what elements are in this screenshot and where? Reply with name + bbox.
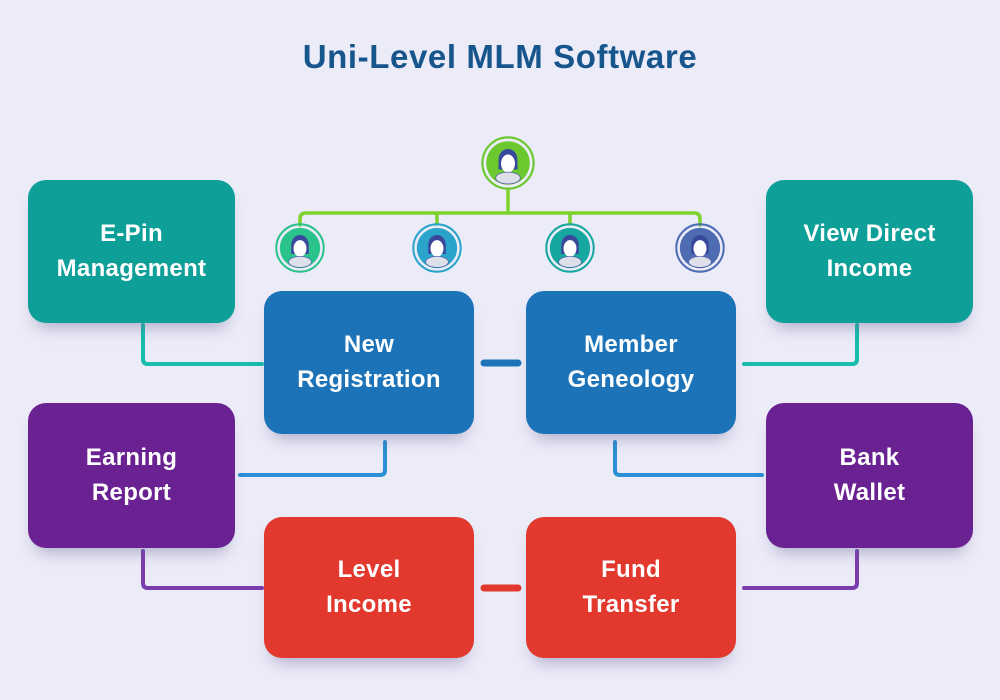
box-e-pin-management: E-Pin Management	[28, 180, 235, 323]
box-label-line: Wallet	[833, 478, 906, 506]
box-label-line: Bank	[839, 444, 900, 472]
box-label-line: E-Pin	[100, 220, 163, 248]
member-avatar-1	[275, 223, 325, 273]
connector-geneology-bank	[613, 440, 764, 477]
box-earning-report: Earning Report	[28, 403, 235, 548]
box-bank-wallet: Bank Wallet	[766, 403, 973, 548]
person-icon	[275, 223, 325, 273]
connector-vdi-geneology	[742, 323, 859, 366]
member-avatar-3	[545, 223, 595, 273]
box-label-line: Level	[337, 556, 401, 584]
box-label-line: Fund	[601, 556, 661, 584]
box-label-line: Transfer	[582, 590, 680, 618]
box-label-line: Member	[584, 331, 678, 359]
box-label-line: New	[343, 331, 395, 359]
person-icon	[545, 223, 595, 273]
person-icon	[481, 136, 535, 190]
box-view-direct-income: View Direct Income	[766, 180, 973, 323]
connector-epin-newreg	[141, 323, 264, 366]
box-label-line: Earning	[85, 444, 178, 472]
connector-earning-level	[141, 549, 264, 590]
box-label-line: Report	[91, 478, 172, 506]
box-member-geneology: Member Geneology	[526, 291, 736, 434]
tree-branch-line	[298, 211, 702, 227]
person-icon	[675, 223, 725, 273]
page-title: Uni-Level MLM Software	[302, 38, 698, 75]
box-label-line: Income	[326, 590, 412, 618]
connector-newreg-earning	[238, 440, 387, 477]
box-label-line: Management	[56, 254, 207, 282]
member-avatar-4	[675, 223, 725, 273]
box-new-registration: New Registration	[264, 291, 474, 434]
box-level-income: Level Income	[264, 517, 474, 658]
box-label-line: View Direct	[803, 220, 936, 248]
box-label-line: Income	[826, 254, 913, 282]
member-avatar-2	[412, 223, 462, 273]
person-icon	[412, 223, 462, 273]
box-label-line: Registration	[297, 365, 441, 393]
box-label-line: Geneology	[567, 365, 695, 393]
box-fund-transfer: Fund Transfer	[526, 517, 736, 658]
root-member-avatar	[481, 136, 535, 190]
connector-bank-fund	[742, 549, 859, 590]
